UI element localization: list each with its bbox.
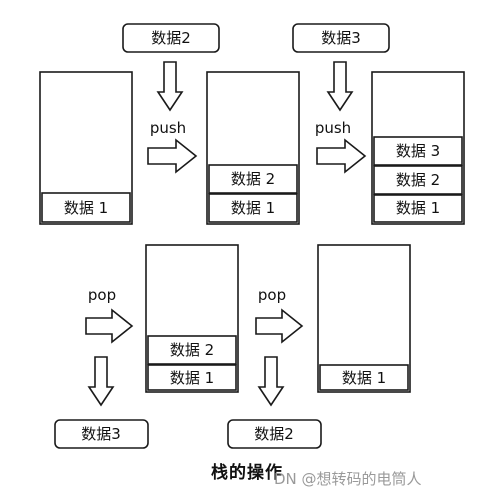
stack-4-slot-bottom-label: 数据 1 [170, 369, 214, 387]
stack-3-slot-bottom [373, 194, 463, 223]
output-pill-data3: 数据3 [54, 419, 149, 449]
right-arrow-icon [147, 138, 198, 174]
stack-3-slot-middle-label: 数据 2 [396, 171, 440, 189]
stack-3-slot-top-label: 数据 3 [396, 142, 440, 160]
down-arrow-icon [257, 356, 285, 407]
input-pill-data2: 数据2 [122, 23, 220, 53]
stack-2: 数据 2 数据 1 [206, 71, 300, 225]
right-arrow-icon [316, 138, 367, 174]
stack-2-slot-bottom [208, 193, 298, 223]
output-pill-data3-label: 数据3 [81, 425, 121, 443]
stack-5-slot [319, 364, 409, 391]
output-pill-data2: 数据2 [227, 419, 322, 449]
stack-4: 数据 2 数据 1 [145, 244, 239, 393]
stack-4-slot-bottom [147, 364, 237, 391]
stack-3-slot-top [373, 136, 463, 166]
input-pill-data3-label: 数据3 [321, 29, 361, 47]
input-pill-data3: 数据3 [292, 23, 390, 53]
stack-2-slot-top [208, 164, 298, 194]
down-arrow-icon [156, 61, 184, 112]
push-label-2: push [315, 119, 351, 137]
stack-2-slot-bottom-label: 数据 1 [231, 199, 275, 217]
stack-3: 数据 3 数据 2 数据 1 [371, 71, 465, 225]
pop-label-1: pop [88, 286, 116, 304]
pop-label-2: pop [258, 286, 286, 304]
stack-3-slot-bottom-label: 数据 1 [396, 199, 440, 217]
stack-1-slot [41, 192, 131, 223]
output-pill-data2-label: 数据2 [254, 425, 294, 443]
stack-5-slot-label: 数据 1 [342, 369, 386, 387]
stack-3-slot-middle [373, 165, 463, 195]
stack-1-slot-label: 数据 1 [64, 199, 108, 217]
stack-4-slot-top [147, 335, 237, 365]
stack-5: 数据 1 [317, 244, 411, 393]
push-label-1: push [150, 119, 186, 137]
down-arrow-icon [326, 61, 354, 112]
stack-1: 数据 1 [39, 71, 133, 225]
stack-4-slot-top-label: 数据 2 [170, 341, 214, 359]
stack-2-slot-top-label: 数据 2 [231, 170, 275, 188]
input-pill-data2-label: 数据2 [151, 29, 191, 47]
down-arrow-icon [87, 356, 115, 407]
right-arrow-icon [255, 308, 304, 344]
right-arrow-icon [85, 308, 134, 344]
